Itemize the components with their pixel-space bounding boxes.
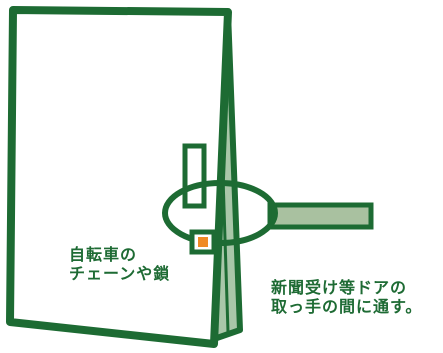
chain-caption: 自転車の チェーンや鎖 <box>69 245 170 283</box>
handle-caption-line2: 取っ手の間に通す。 <box>271 297 423 316</box>
door-front <box>6 6 232 348</box>
padlock-core-icon <box>198 237 208 247</box>
chain-loop <box>162 180 278 246</box>
door-handle <box>182 143 207 209</box>
handle-caption-line1: 新聞受け等ドアの <box>271 278 408 297</box>
chain-caption-line2: チェーンや鎖 <box>69 264 171 283</box>
pipe <box>267 202 374 230</box>
chain-caption-line1: 自転車の <box>69 245 138 264</box>
handle-caption: 新聞受け等ドアの 取っ手の間に通す。 <box>271 278 422 316</box>
